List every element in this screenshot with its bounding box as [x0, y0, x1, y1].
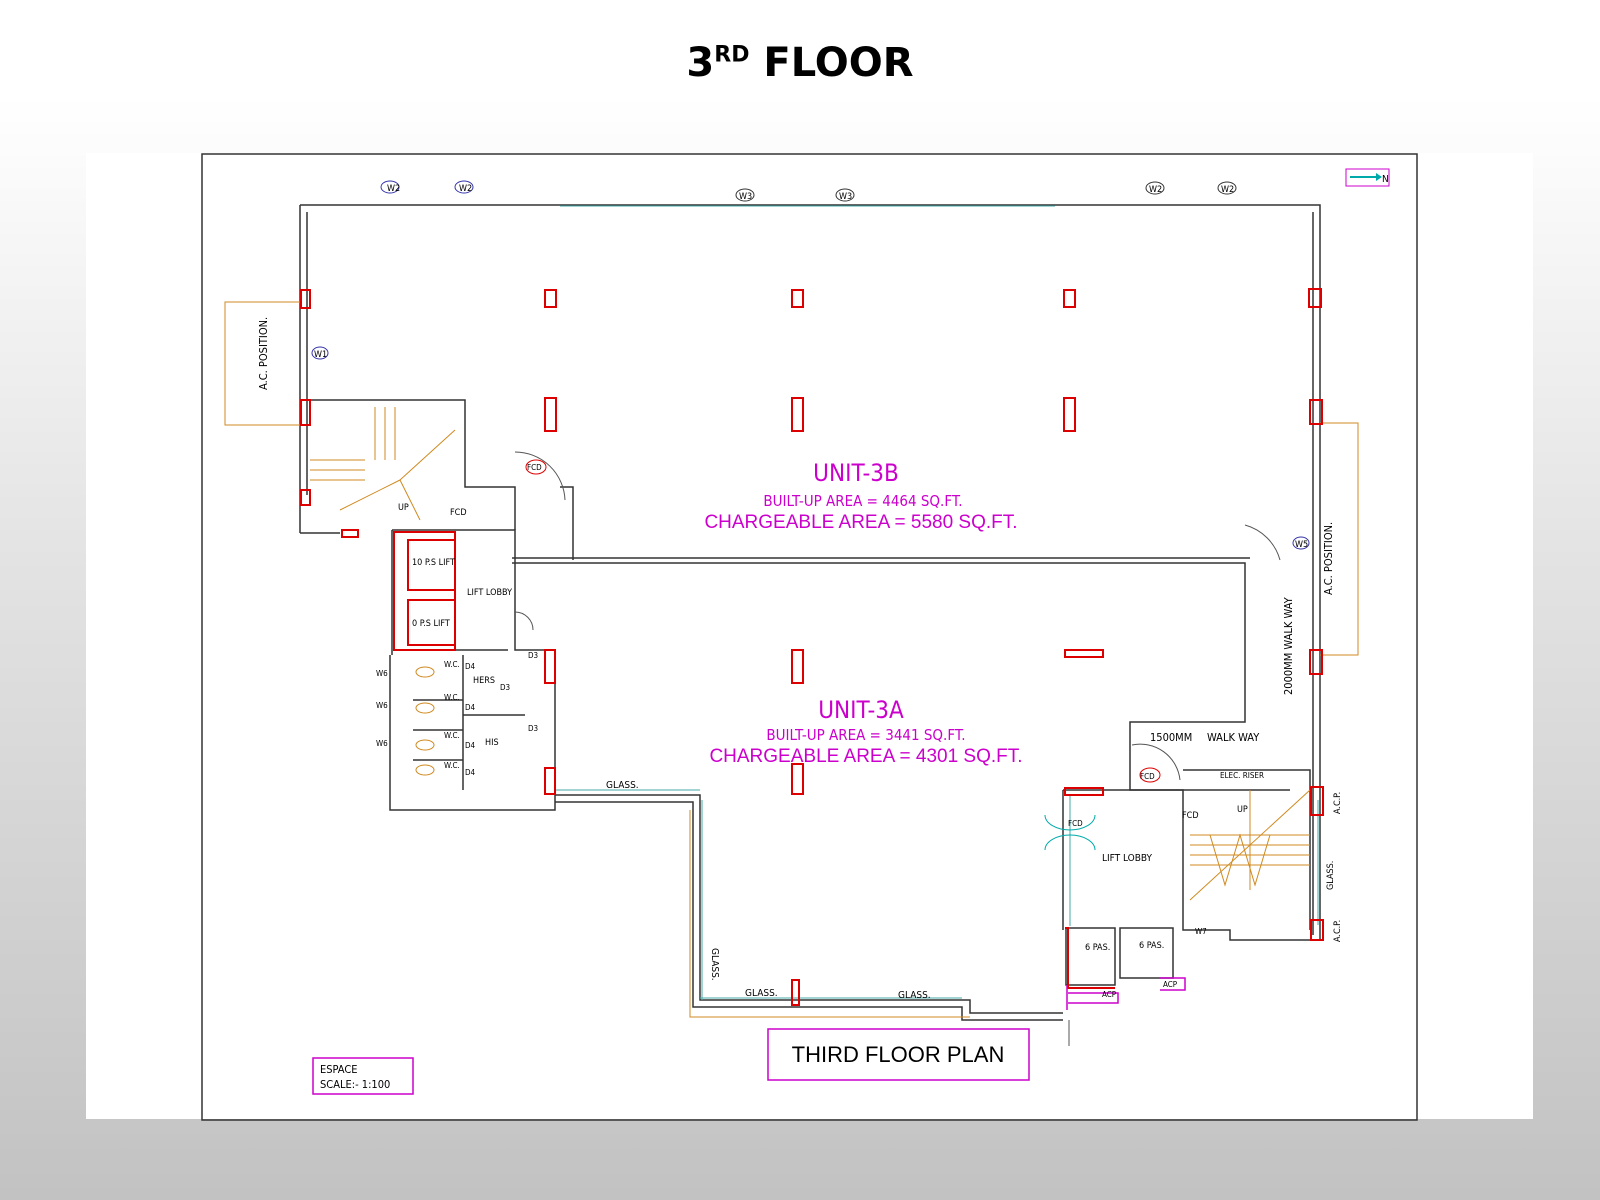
glass-label-2: GLASS. — [709, 948, 720, 981]
lift-10ps: 10 P.S LIFT — [412, 558, 455, 568]
glass-label-1: GLASS. — [606, 780, 639, 791]
unit-3b-chargeable: CHARGEABLE AREA = 5580 SQ.FT. — [704, 512, 1017, 533]
door-swings — [514, 451, 1281, 781]
lift-0ps: 0 P.S LIFT — [412, 619, 450, 629]
w2-tag-1: W2 — [387, 184, 400, 194]
ac-position-left: A.C. POSITION. — [257, 317, 270, 390]
plan-labels: W2 W2 W3 W3 W2 W2 W1 W5 A.C. POSITION. A… — [257, 184, 1343, 1001]
fcd-left: FCD — [450, 508, 467, 518]
hers-toilet: HERS — [473, 676, 495, 686]
slide-title: 3RD FLOOR — [0, 40, 1600, 86]
glass-label-4: GLASS. — [898, 990, 931, 1001]
drawing-frame — [86, 153, 1533, 1119]
structural-columns — [300, 288, 1324, 1006]
glass-label-5: GLASS. — [1326, 861, 1336, 890]
walkway-1500: 1500MM — [1150, 731, 1192, 744]
w1-tag: W1 — [314, 350, 327, 360]
pas-lift-1: 6 PAS. — [1085, 943, 1110, 953]
sheet-border — [201, 153, 1418, 1121]
scale-company: ESPACE — [320, 1063, 358, 1076]
scale-block: ESPACE SCALE:- 1:100 — [312, 1057, 414, 1095]
title-rest: FLOOR — [749, 40, 914, 86]
stair-up-right: UP — [1237, 805, 1248, 815]
acp-vertical-2: A.C.P. — [1333, 920, 1343, 942]
fcd-tag-top: FCD — [527, 463, 542, 472]
walkway-2000: 2000MM WALK WAY — [1282, 596, 1295, 695]
fcd-glass: FCD — [1068, 819, 1083, 828]
fcd-tag-right: FCD — [1140, 772, 1155, 781]
d4-1: D4 — [465, 662, 476, 671]
acp-2: ACP — [1163, 980, 1178, 989]
wc-3: W.C. — [444, 731, 460, 740]
unit-3a-builtup: BUILT-UP AREA = 3441 SQ.FT. — [766, 726, 965, 744]
unit-3a-label: UNIT-3A BUILT-UP AREA = 3441 SQ.FT. CHAR… — [709, 696, 1022, 767]
acp-1: ACP — [1102, 990, 1117, 999]
lift-lobby-right: LIFT LOBBY — [1102, 853, 1153, 864]
wc-4: W.C. — [444, 761, 460, 770]
d4-3: D4 — [465, 741, 476, 750]
w2-tag-2: W2 — [459, 184, 472, 194]
d3-2: D3 — [500, 683, 510, 692]
w2-tag-4: W2 — [1221, 185, 1234, 195]
d3-1: D3 — [528, 651, 538, 660]
w6-2: W6 — [376, 701, 388, 710]
wc-1: W.C. — [444, 660, 460, 669]
wc-2: W.C. — [444, 693, 460, 702]
plan-title: THIRD FLOOR PLAN — [792, 1042, 1005, 1067]
outer-walls — [299, 204, 1321, 1021]
fcd-right: FCD — [1182, 811, 1199, 821]
unit-3b-label: UNIT-3B BUILT-UP AREA = 4464 SQ.FT. CHAR… — [704, 459, 1017, 533]
fcd-glass-door — [1044, 814, 1096, 851]
his-toilet: HIS — [485, 738, 499, 748]
acp-vertical-1: A.C.P. — [1333, 792, 1343, 814]
w3-tag-2: W3 — [839, 192, 852, 202]
w2-tag-3: W2 — [1149, 185, 1162, 195]
lift-lobby-left: LIFT LOBBY — [467, 588, 512, 598]
glass-label-3: GLASS. — [745, 988, 778, 999]
w6-1: W6 — [376, 669, 388, 678]
title-ordinal: RD — [714, 42, 750, 68]
pas-lift-2: 6 PAS. — [1139, 941, 1164, 951]
w3-tag-1: W3 — [739, 192, 752, 202]
title-number: 3 — [686, 40, 715, 86]
plan-title-block: THIRD FLOOR PLAN — [767, 1028, 1030, 1081]
w5-tag: W5 — [1295, 540, 1308, 550]
d3-3: D3 — [528, 724, 538, 733]
acp-panels — [1066, 977, 1186, 1010]
unit-3a-name: UNIT-3A — [818, 696, 904, 724]
glazing — [555, 205, 1319, 1000]
unit-3b-builtup: BUILT-UP AREA = 4464 SQ.FT. — [763, 492, 962, 510]
toilet-fixtures — [415, 666, 435, 776]
unit-3b-name: UNIT-3B — [813, 459, 899, 487]
ac-and-stairs — [224, 301, 1359, 1018]
stair-up-left: UP — [398, 503, 409, 513]
north-label: N — [1382, 174, 1389, 185]
north-arrow: N — [1345, 168, 1390, 187]
scale-text: SCALE:- 1:100 — [320, 1078, 390, 1091]
d4-2: D4 — [465, 703, 476, 712]
d4-4: D4 — [465, 768, 476, 777]
walk-way-label: WALK WAY — [1207, 731, 1260, 744]
elec-riser: ELEC. RISER — [1220, 771, 1264, 780]
window-tags — [311, 180, 1310, 783]
w6-3: W6 — [376, 739, 388, 748]
unit-3a-chargeable: CHARGEABLE AREA = 4301 SQ.FT. — [709, 746, 1022, 767]
ac-position-right: A.C. POSITION. — [1322, 522, 1335, 595]
w7-tag: W7 — [1195, 927, 1207, 936]
